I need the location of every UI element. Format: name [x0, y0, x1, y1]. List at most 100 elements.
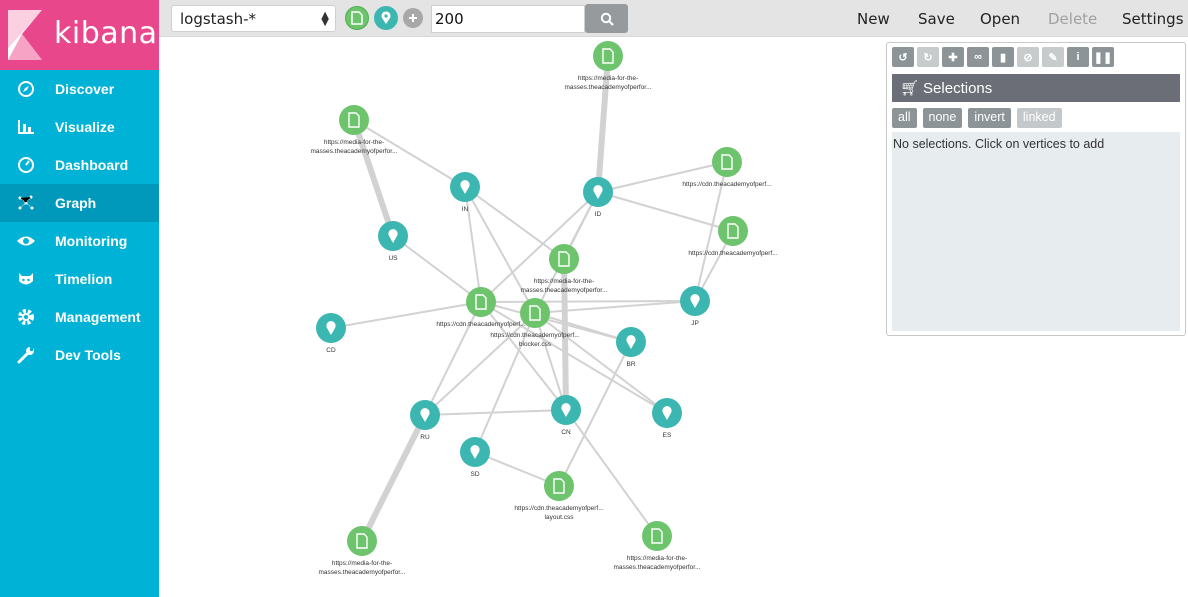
vertex-circle[interactable] [549, 244, 579, 274]
graph-edge[interactable] [474, 451, 560, 487]
graph-edge[interactable] [353, 119, 466, 188]
vertex-circle[interactable] [593, 41, 623, 71]
geo-vertex[interactable]: IN [450, 172, 480, 213]
select-all-button[interactable]: all [892, 108, 917, 128]
blacklist-button[interactable]: ⊘ [1017, 47, 1039, 67]
vertex-circle[interactable] [544, 471, 574, 501]
index-pattern-select[interactable]: logstash-* ▲▼ [171, 5, 336, 32]
graph-edge[interactable] [480, 301, 567, 411]
graph-canvas[interactable]: https://media-for-the-masses.theacademyo… [159, 37, 1188, 597]
graph-edge[interactable] [424, 409, 567, 416]
save-link[interactable]: Save [918, 10, 955, 28]
redo-button[interactable]: ↻ [917, 47, 939, 67]
add-field-button[interactable] [403, 8, 423, 28]
graph-edge[interactable] [351, 119, 396, 237]
redo-icon: ↻ [923, 51, 933, 64]
kibana-logo[interactable]: kibana [0, 0, 159, 70]
graph-edge[interactable] [534, 312, 668, 414]
link-button[interactable]: ∞ [967, 47, 989, 67]
graph-edge[interactable] [464, 186, 565, 260]
geo-vertex[interactable]: ES [652, 398, 682, 439]
graph-edge[interactable] [597, 191, 734, 232]
settings-link[interactable]: Settings [1122, 10, 1184, 28]
document-vertex[interactable]: https://cdn.theacademyofperf...blocker.c… [490, 298, 580, 348]
document-vertex[interactable]: https://media-for-the-masses.theacademyo… [520, 244, 608, 294]
document-vertex[interactable]: https://media-for-the-masses.theacademyo… [318, 526, 406, 576]
delete-link[interactable]: Delete [1048, 10, 1098, 28]
select-linked-button[interactable]: linked [1016, 108, 1062, 128]
delete-button[interactable]: ▮ [992, 47, 1014, 67]
graph-edge[interactable] [480, 300, 696, 303]
info-button[interactable]: i [1067, 47, 1089, 67]
add-geo-field-button[interactable] [374, 6, 398, 30]
search-input[interactable]: 200 [431, 5, 585, 33]
graph-edge[interactable] [558, 341, 632, 487]
geo-vertex[interactable]: ID [583, 177, 613, 218]
vertex-circle[interactable] [642, 521, 672, 551]
graph-edge[interactable] [464, 186, 482, 303]
geo-vertex[interactable]: RU [410, 400, 440, 441]
sidebar-item-visualize[interactable]: Visualize [0, 108, 159, 146]
graph-edge[interactable] [595, 55, 611, 193]
sidebar-nav: Discover Visualize Dashboard Graph Monit… [0, 70, 159, 374]
graph-edge[interactable] [597, 161, 728, 193]
sidebar-item-dev-tools[interactable]: Dev Tools [0, 336, 159, 374]
vertex-circle[interactable] [712, 147, 742, 177]
graph-edge[interactable] [694, 161, 728, 302]
graph-edge[interactable] [464, 186, 536, 314]
document-vertex[interactable]: https://media-for-the-masses.theacademyo… [564, 41, 652, 91]
graph-edge[interactable] [474, 312, 536, 453]
style-button[interactable]: ✎ [1042, 47, 1064, 67]
geo-vertex[interactable]: US [378, 221, 408, 262]
graph-edge[interactable] [480, 191, 599, 303]
undo-button[interactable]: ↺ [892, 47, 914, 67]
new-link[interactable]: New [857, 10, 890, 28]
sidebar-item-label: Graph [55, 195, 97, 211]
graph-edge[interactable] [534, 312, 632, 343]
map-marker-icon [381, 11, 391, 24]
graph-edge[interactable] [480, 301, 668, 414]
vertex-circle[interactable] [339, 105, 369, 135]
vertex-label-line2: masses.theacademyofperfor... [520, 287, 607, 294]
geo-vertex[interactable]: JP [680, 286, 710, 327]
sidebar-item-graph[interactable]: Graph [0, 184, 159, 222]
geo-vertex[interactable]: BR [616, 327, 646, 368]
vertex-circle[interactable] [718, 216, 748, 246]
graph-edge[interactable] [424, 301, 482, 416]
vertex-circle[interactable] [347, 526, 377, 556]
graph-edge[interactable] [359, 413, 428, 543]
geo-vertex[interactable]: CN [551, 395, 581, 436]
document-vertex[interactable]: https://cdn.theacademyofperf... [688, 216, 778, 257]
sidebar-item-management[interactable]: Management [0, 298, 159, 336]
sidebar-item-discover[interactable]: Discover [0, 70, 159, 108]
select-none-button[interactable]: none [922, 108, 963, 128]
vertex-circle[interactable] [520, 298, 550, 328]
document-vertex[interactable]: https://cdn.theacademyofperf... [436, 287, 526, 328]
geo-vertex[interactable]: CD [316, 313, 346, 354]
graph-edge[interactable] [565, 409, 658, 537]
expand-button[interactable]: ✚ [942, 47, 964, 67]
graph-edge[interactable] [330, 301, 482, 329]
app-name: kibana [54, 16, 158, 51]
graph-edge[interactable] [534, 312, 567, 411]
document-vertex[interactable]: https://media-for-the-masses.theacademyo… [613, 521, 701, 571]
graph-edge[interactable] [392, 235, 482, 303]
graph-edge[interactable] [534, 300, 696, 314]
map-marker-icon [326, 321, 336, 335]
document-vertex[interactable]: https://cdn.theacademyofperf...layout.cs… [514, 471, 604, 521]
add-document-field-button[interactable] [345, 6, 369, 30]
pause-button[interactable]: ❚❚ [1092, 47, 1114, 67]
sidebar-item-timelion[interactable]: Timelion [0, 260, 159, 298]
search-button[interactable] [585, 4, 628, 33]
graph-edge[interactable] [424, 312, 536, 416]
vertex-circle[interactable] [466, 287, 496, 317]
document-vertex[interactable]: https://cdn.theacademyofperf... [682, 147, 772, 188]
document-vertex[interactable]: https://media-for-the-masses.theacademyo… [310, 105, 398, 155]
sidebar-item-dashboard[interactable]: Dashboard [0, 146, 159, 184]
open-link[interactable]: Open [980, 10, 1021, 28]
geo-vertex[interactable]: SD [460, 437, 490, 478]
sidebar-item-monitoring[interactable]: Monitoring [0, 222, 159, 260]
document-icon [529, 305, 541, 321]
vertex-label: https://media-for-the- [627, 555, 687, 562]
invert-selection-button[interactable]: invert [968, 108, 1011, 128]
